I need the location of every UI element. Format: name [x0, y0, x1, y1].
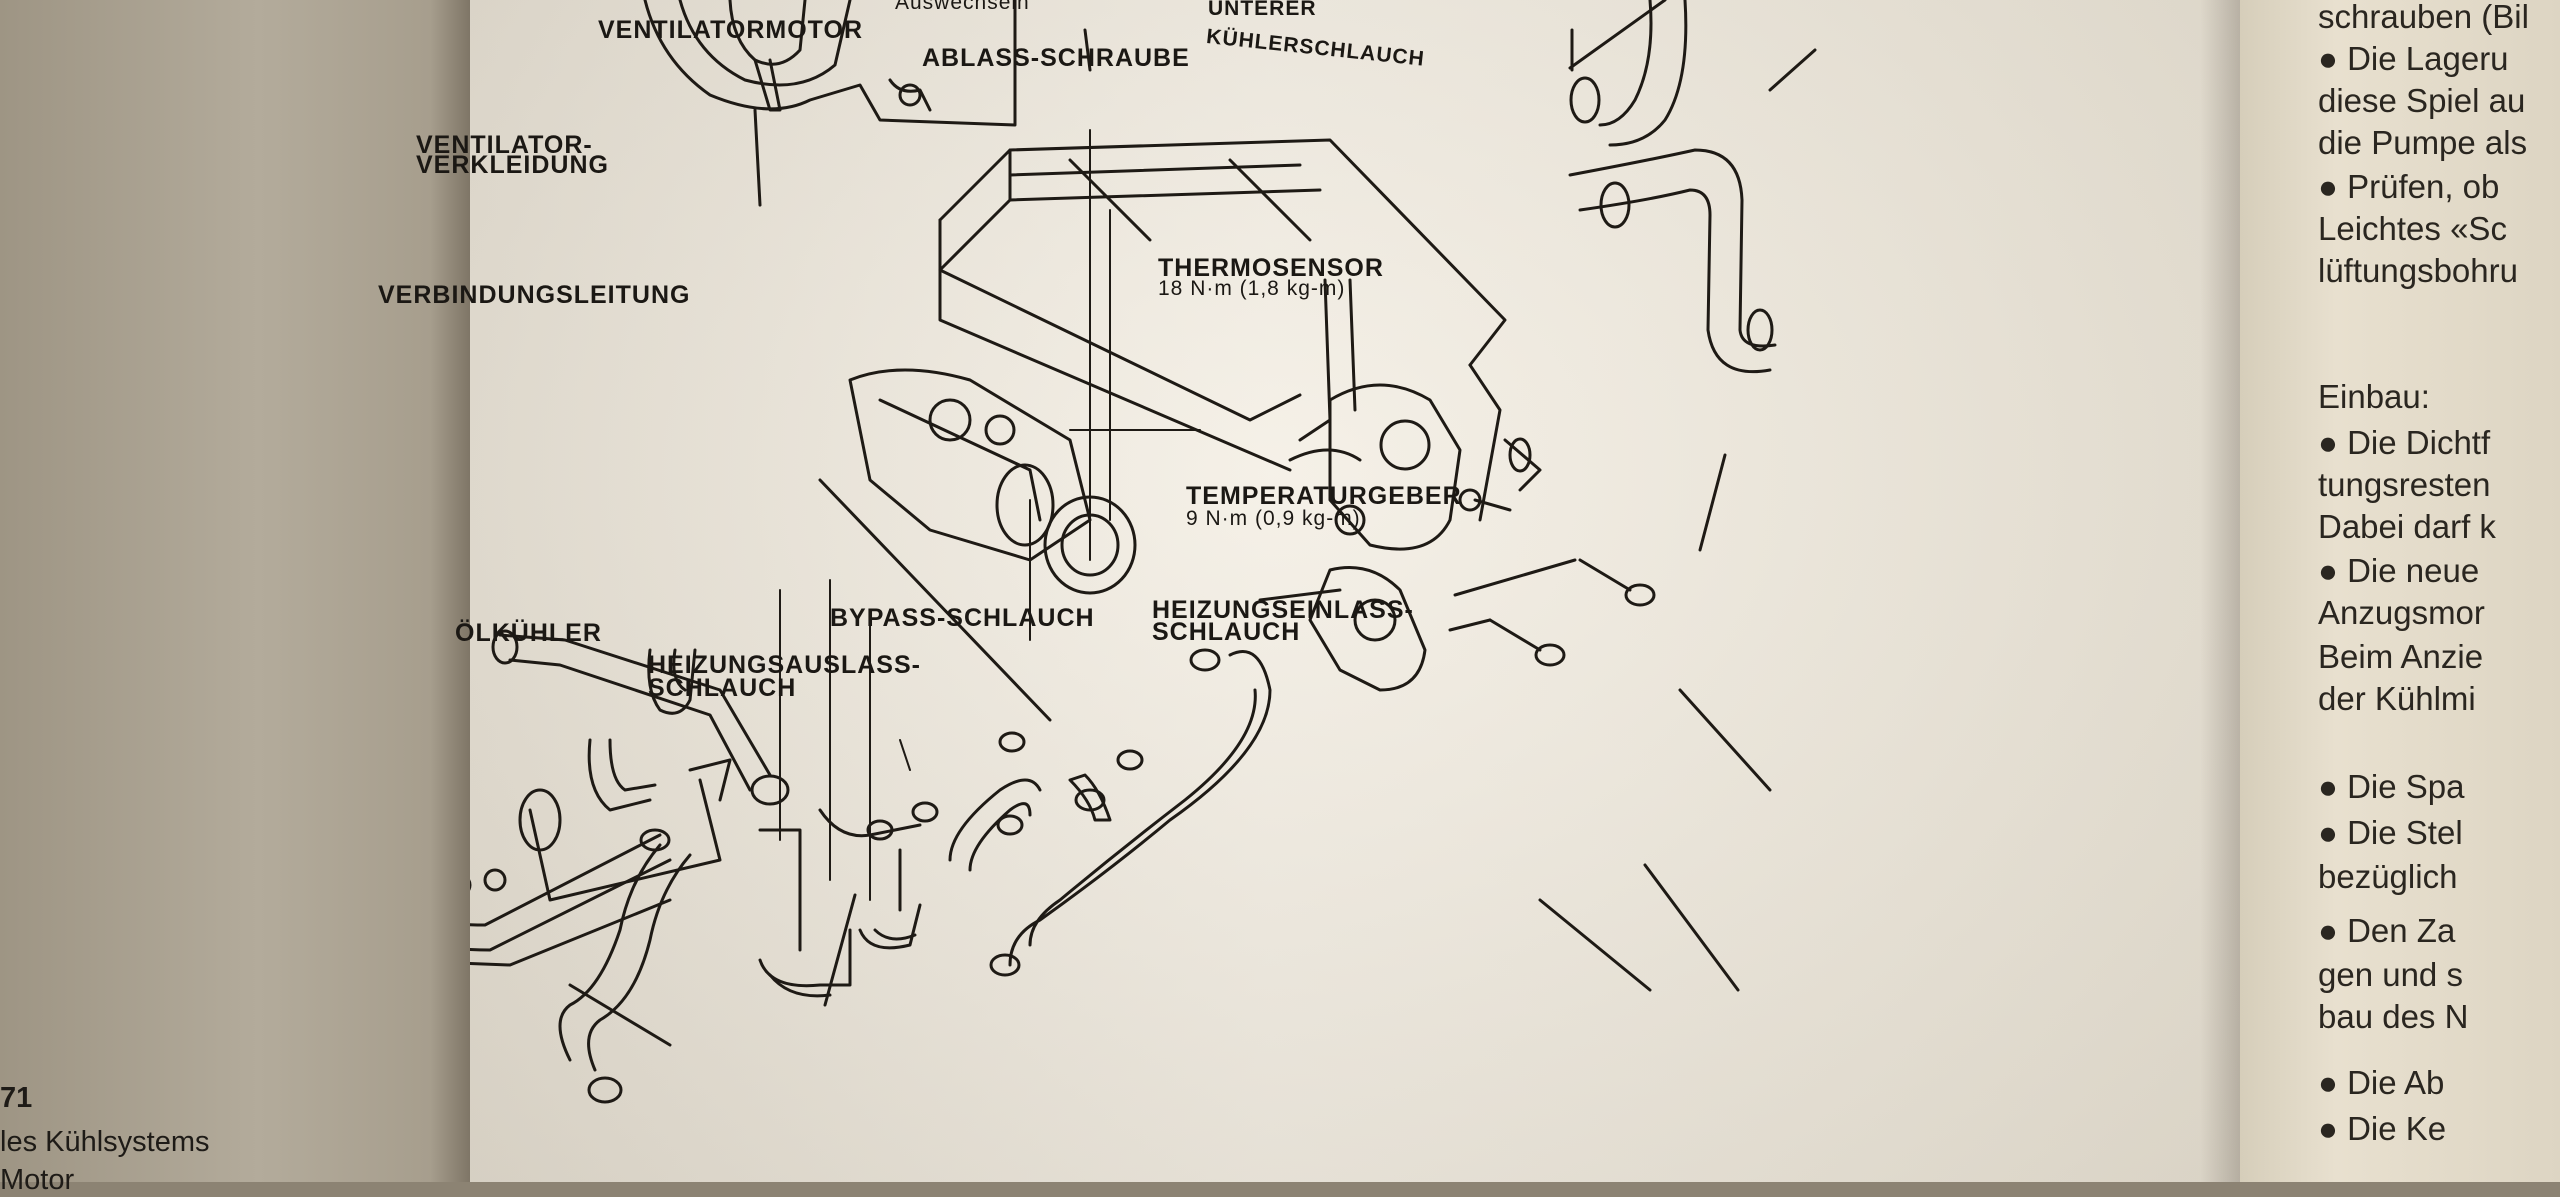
fan-shroud-drawing	[643, 0, 1017, 127]
right-line: diese Spiel au	[2318, 82, 2526, 119]
verbindungsleitung-pointer	[818, 478, 1052, 722]
label-unterer-kuehlerschlauch-1: UNTERER	[1208, 0, 1317, 20]
bypass-pointer	[1538, 898, 1652, 992]
oil-cooler-drawing	[470, 629, 790, 967]
label-heizungsauslass-1: HEIZUNGSAUSLASS-	[648, 651, 921, 679]
right-line: Anzugsmor	[2318, 594, 2485, 631]
center-page	[470, 0, 2250, 1182]
right-line: ● Die Ab	[2318, 1064, 2445, 1101]
right-line: bezüglich	[2318, 858, 2458, 895]
label-heizungsauslass-2: SCHLAUCH	[648, 674, 797, 702]
label-heizungseinlass-2: SCHLAUCH	[1152, 618, 1301, 646]
right-line: Dabei darf k	[2318, 508, 2496, 545]
heizungseinlass-pointer	[1643, 863, 1740, 992]
right-line: ● Den Za	[2318, 912, 2456, 949]
ventilatormotor-pointer	[1083, 28, 1092, 72]
label-auswechseln: Auswechseln	[895, 0, 1030, 14]
right-line: Einbau:	[2318, 378, 2430, 415]
right-line: die Pumpe als	[2318, 124, 2528, 161]
temperaturgeber-pointer	[1678, 688, 1772, 792]
label-oelkuehler: ÖLKÜHLER	[455, 619, 602, 647]
engine-cooling-diagram	[470, 0, 1817, 1104]
right-line: ● Die Spa	[2318, 768, 2465, 805]
right-line: lüftungsbohru	[2318, 252, 2518, 289]
label-verbindungsleitung: VERBINDUNGSLEITUNG	[378, 281, 691, 309]
left-page	[0, 0, 470, 1182]
right-line: ● Die neue	[2318, 552, 2480, 589]
label-ventilatormotor: VENTILATORMOTOR	[598, 16, 863, 44]
left-page-line-2: Motor	[0, 1164, 75, 1196]
right-page	[2240, 0, 2560, 1182]
label-temperaturgeber-torque: 9 N·m (0,9 kg-m)	[1186, 507, 1361, 530]
right-line: tungsresten	[2318, 466, 2491, 503]
engine-block-drawing	[848, 138, 1542, 692]
routing-lines-drawing	[779, 129, 1201, 901]
label-temperaturgeber: TEMPERATURGEBER	[1186, 482, 1462, 510]
bypass-hose-drawing	[758, 731, 1144, 998]
kuehlerschlauch-pointer	[1768, 48, 1817, 92]
heater-inlet-hose-drawing	[989, 648, 1272, 977]
label-bypass-schlauch: BYPASS-SCHLAUCH	[830, 604, 1095, 632]
right-line: gen und s	[2318, 956, 2463, 993]
heater-outlet-hose-drawing	[558, 828, 692, 1104]
label-thermosensor: THERMOSENSOR	[1158, 254, 1384, 282]
verkleidung-pointer	[753, 108, 762, 207]
ablass-pointer	[1568, 0, 1667, 70]
page-number: 71	[0, 1082, 33, 1114]
label-ventilator-verkleidung-2: VERKLEIDUNG	[416, 151, 609, 179]
right-line: Beim Anzie	[2318, 638, 2484, 675]
label-ventilator-verkleidung-1: VENTILATOR-	[416, 131, 593, 159]
right-line: bau des N	[2318, 998, 2469, 1035]
right-line: ● Die Ke	[2318, 1110, 2447, 1147]
label-ablass-schraube: ABLASS-SCHRAUBE	[922, 44, 1190, 72]
right-line: ● Die Stel	[2318, 814, 2463, 851]
lower-radiator-hose-drawing	[1568, 0, 1777, 374]
sensor-drawing	[1448, 558, 1656, 667]
right-line: ● Prüfen, ob	[2318, 168, 2500, 205]
right-line: Leichtes «Sc	[2318, 210, 2507, 247]
label-thermosensor-torque: 18 N·m (1,8 kg-m)	[1158, 277, 1346, 300]
right-line: schrauben (Bil	[2318, 0, 2529, 35]
oelkuehler-pointer	[823, 893, 857, 1007]
left-page-line-1: les Kühlsystems	[0, 1126, 210, 1158]
heizungsauslass-pointer	[568, 983, 672, 1047]
right-line: ● Die Lageru	[2318, 40, 2509, 77]
right-line: der Kühlmi	[2318, 680, 2476, 717]
thermosensor-pointer	[1698, 453, 1727, 552]
right-line: ● Die Dichtf	[2318, 424, 2491, 461]
small-hoses-drawing	[587, 648, 732, 812]
label-heizungseinlass-1: HEIZUNGSEINLASS-	[1152, 596, 1414, 624]
